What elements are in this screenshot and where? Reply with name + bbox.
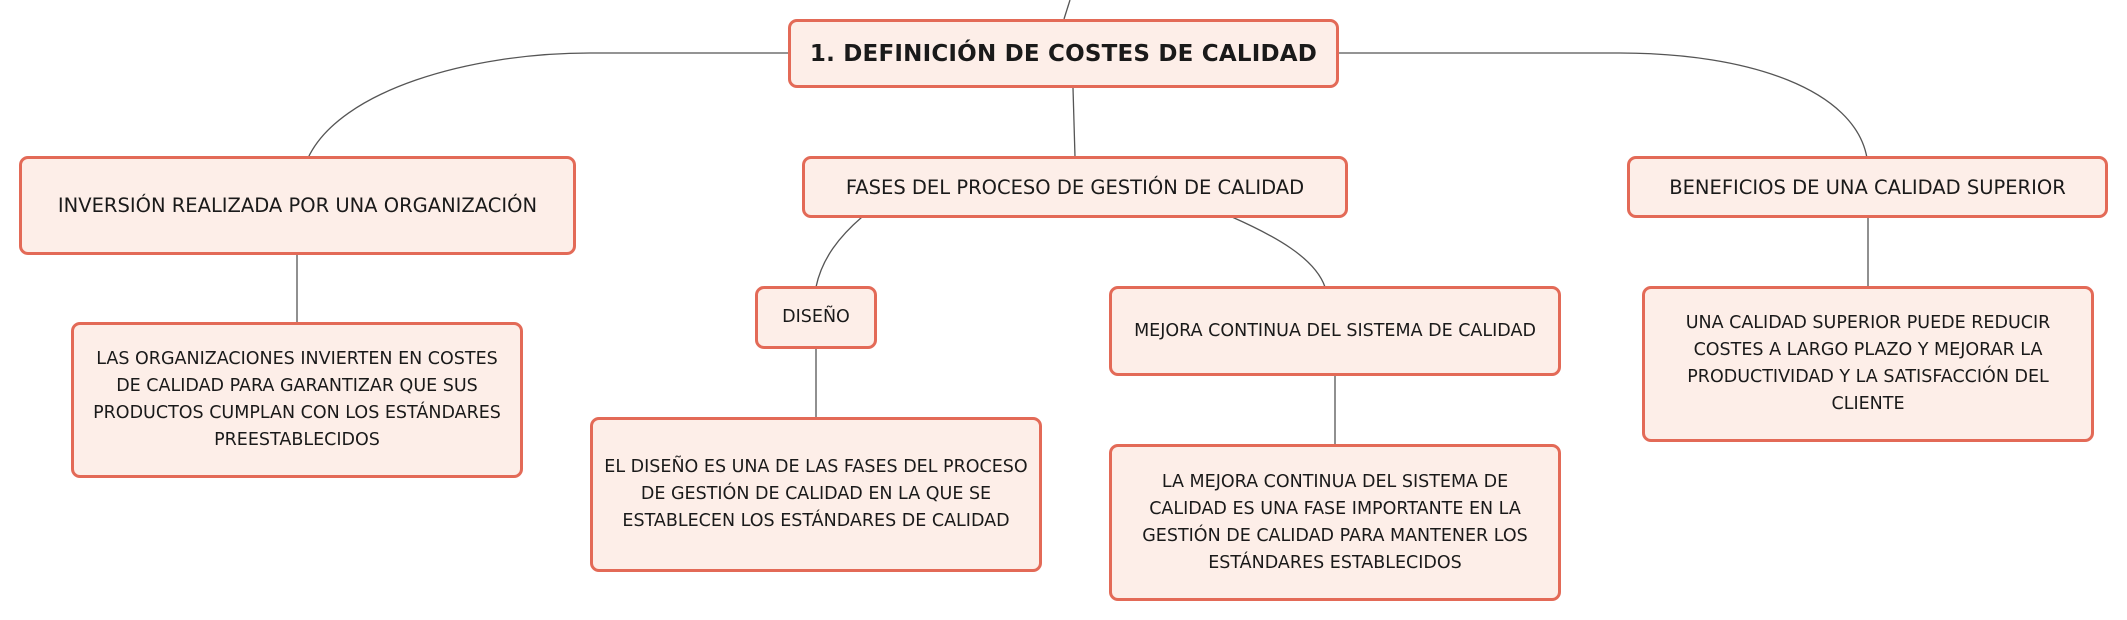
connector-root-to-beneficios <box>1339 52 1868 159</box>
subtopic-mejora[interactable]: MEJORA CONTINUA DEL SISTEMA DE CALIDAD <box>1109 286 1561 376</box>
subtopic-beneficios-detail-label: UNA CALIDAD SUPERIOR PUEDE REDUCIR COSTE… <box>1685 313 2051 414</box>
subtopic-inversion-detail[interactable]: LAS ORGANIZACIONES INVIERTEN EN COSTES D… <box>71 322 523 478</box>
root-node-label: 1. DEFINICIÓN DE COSTES DE CALIDAD <box>809 40 1318 67</box>
connector-parent-to-root <box>1063 0 1071 20</box>
topic-fases-label: FASES DEL PROCESO DE GESTIÓN DE CALIDAD <box>845 175 1305 199</box>
subtopic-beneficios-detail[interactable]: UNA CALIDAD SUPERIOR PUEDE REDUCIR COSTE… <box>1642 286 2094 442</box>
topic-inversion[interactable]: INVERSIÓN REALIZADA POR UNA ORGANIZACIÓN <box>19 156 576 255</box>
connector-root-to-inversion <box>307 52 788 159</box>
subtopic-mejora-detail[interactable]: LA MEJORA CONTINUA DEL SISTEMA DE CALIDA… <box>1109 444 1561 601</box>
topic-inversion-label: INVERSIÓN REALIZADA POR UNA ORGANIZACIÓN <box>57 194 538 217</box>
subtopic-diseno-detail[interactable]: EL DISEÑO ES UNA DE LAS FASES DEL PROCES… <box>590 417 1042 572</box>
root-node[interactable]: 1. DEFINICIÓN DE COSTES DE CALIDAD <box>788 19 1339 88</box>
topic-beneficios-label: BENEFICIOS DE UNA CALIDAD SUPERIOR <box>1669 175 2066 199</box>
subtopic-mejora-label: MEJORA CONTINUA DEL SISTEMA DE CALIDAD <box>1134 320 1536 341</box>
subtopic-diseno-label: DISEÑO <box>782 307 850 327</box>
subtopic-inversion-detail-label: LAS ORGANIZACIONES INVIERTEN EN COSTES D… <box>93 349 501 450</box>
topic-beneficios[interactable]: BENEFICIOS DE UNA CALIDAD SUPERIOR <box>1627 156 2108 218</box>
subtopic-mejora-detail-label: LA MEJORA CONTINUA DEL SISTEMA DE CALIDA… <box>1142 471 1528 573</box>
connector-fases-to-mejora <box>1231 216 1326 288</box>
subtopic-diseno-detail-label: EL DISEÑO ES UNA DE LAS FASES DEL PROCES… <box>604 457 1028 531</box>
subtopic-diseno[interactable]: DISEÑO <box>755 286 877 349</box>
connector-root-to-fases <box>1072 87 1076 158</box>
connector-fases-to-diseno <box>815 216 863 288</box>
topic-fases[interactable]: FASES DEL PROCESO DE GESTIÓN DE CALIDAD <box>802 156 1348 218</box>
